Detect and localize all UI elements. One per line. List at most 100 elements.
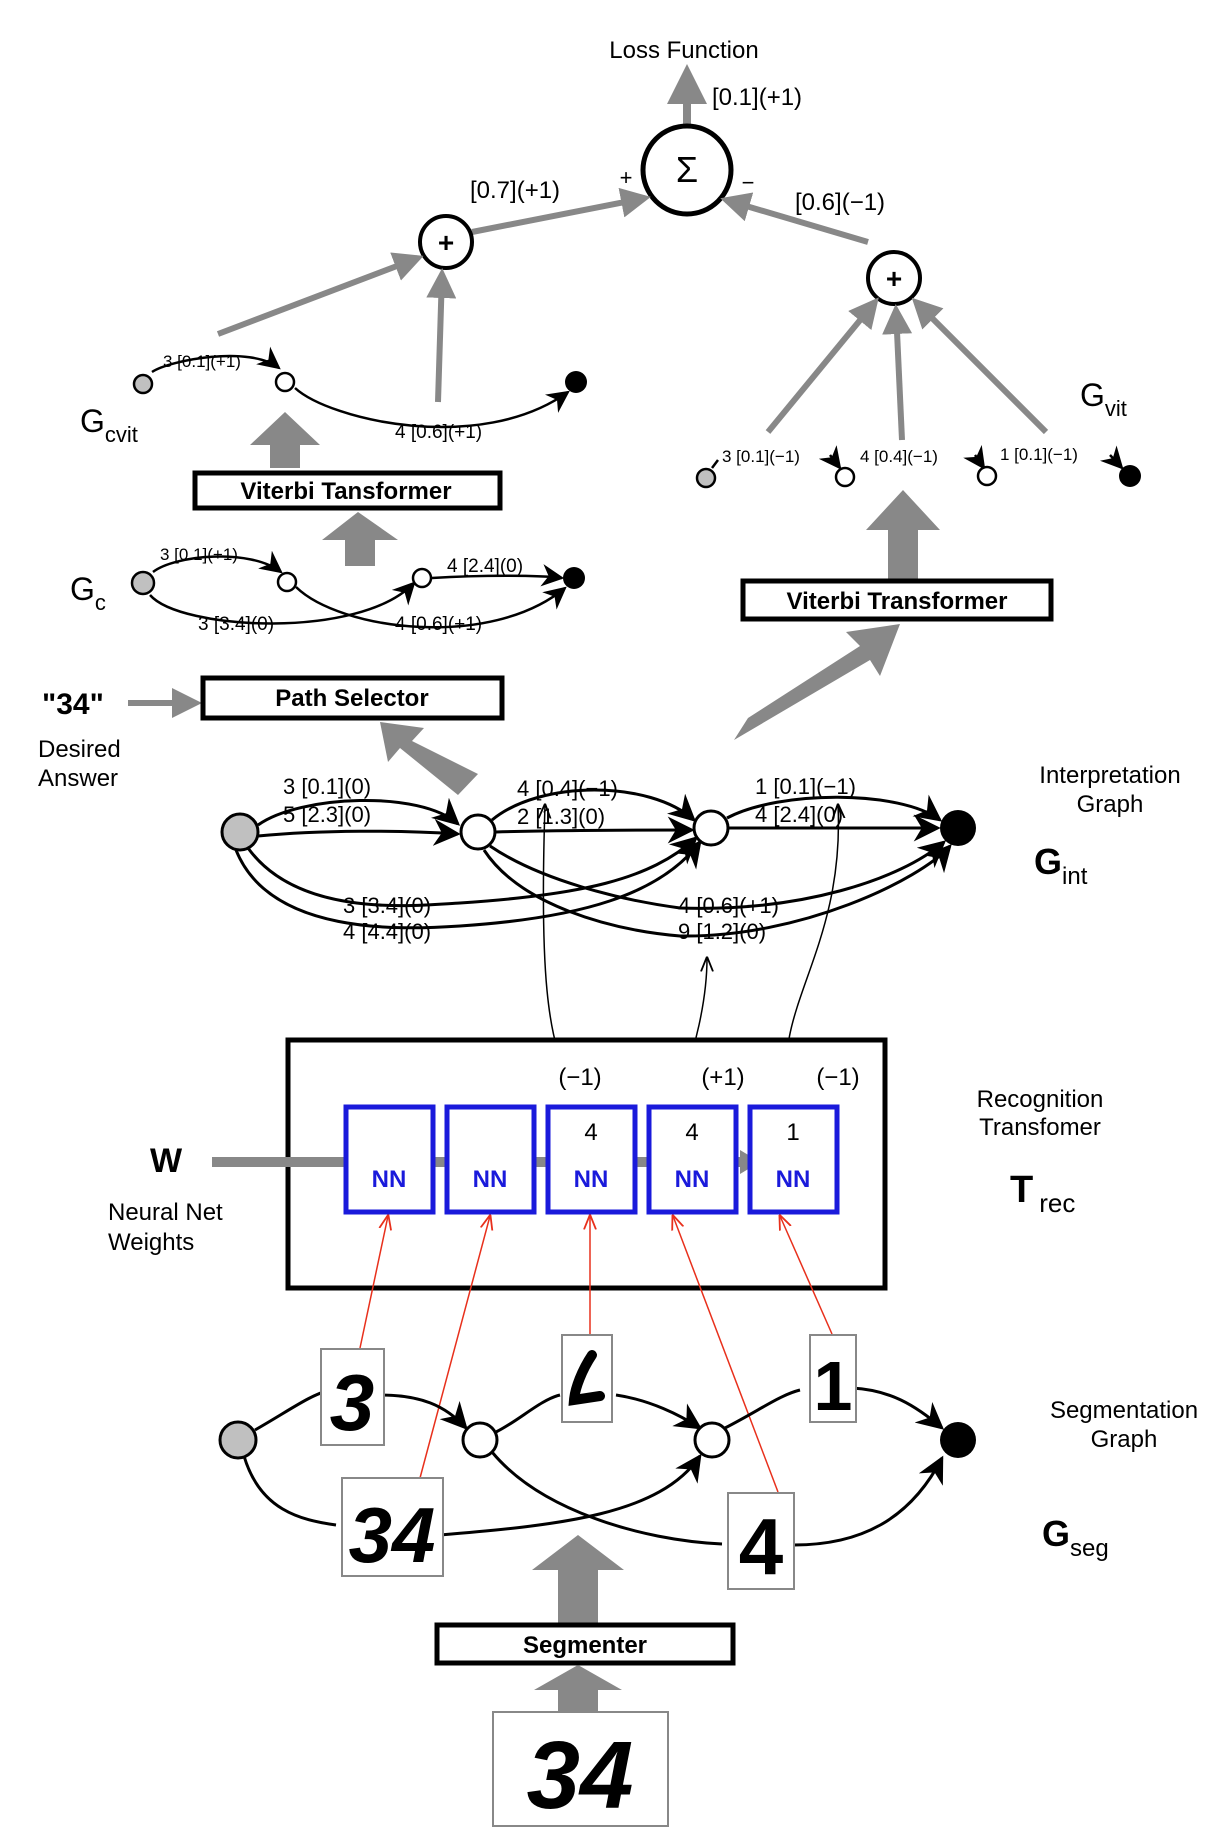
cvit-arc-2-label: 4 [0.6](+1) <box>395 422 482 443</box>
vit-arc-2-label: 4 [0.4](−1) <box>860 447 938 466</box>
gseg-arc-2a <box>495 1393 561 1434</box>
nn-label-4: NN <box>675 1166 710 1193</box>
gint-arc-8 <box>234 839 702 930</box>
right-adder-node <box>866 250 922 306</box>
seg3-to-nn5-arrow <box>780 1216 833 1335</box>
vit-node-2 <box>834 466 856 488</box>
gseg-end-node <box>940 1422 976 1458</box>
gseg-arc-3b <box>851 1386 945 1430</box>
vit-arc-1-end <box>818 445 842 470</box>
weights-label-2: Weights <box>108 1229 194 1256</box>
svg-text:34: 34 <box>527 1722 634 1829</box>
vit-name: Gvit <box>1080 377 1127 421</box>
desired-label-2: Answer <box>38 765 118 792</box>
gint-end-node <box>940 810 976 846</box>
segment-to-nn-arrows <box>359 1216 833 1493</box>
gc-node-3 <box>411 567 433 589</box>
gc-arc-1 <box>152 550 283 574</box>
input-to-segmenter-arrow <box>534 1665 622 1712</box>
sigma-symbol: Σ <box>676 149 698 190</box>
viterbi-right-label: Viterbi Transformer <box>787 588 1008 615</box>
gseg-title-1: Segmentation <box>1050 1397 1198 1424</box>
desired-answer-value: "34" <box>42 688 104 721</box>
gint-arc-2 <box>257 818 461 846</box>
segmenter-label: Segmenter <box>523 1632 647 1659</box>
gint-arc-9-label: 4 [0.6](+1) <box>678 893 779 918</box>
gc-to-viterbi-arrow <box>322 512 398 566</box>
gint-arc-2-label: 5 [2.3](0) <box>283 802 371 827</box>
gc-start-node <box>130 570 156 596</box>
right-adder-section: + <box>765 250 1049 441</box>
nn-box-3: 4 NN <box>545 1104 638 1215</box>
nn-label-5: NN <box>776 1166 811 1193</box>
gint-arc-9 <box>489 840 947 910</box>
gint-node-2 <box>459 813 497 851</box>
gint-arc-3-label: 4 [0.4](−1) <box>517 776 618 801</box>
svg-text:34: 34 <box>349 1491 436 1579</box>
gint-to-selector-arrow <box>380 722 478 795</box>
interpretation-graph: Interpretation Graph Gint 3 [0.1](0) 5 [… <box>220 762 1181 944</box>
viterbi-left-box <box>192 470 503 511</box>
svg-text:1: 1 <box>814 1347 853 1425</box>
svg-text:4: 4 <box>739 1502 784 1591</box>
gc-arc-3-label: 3 [3.4](0) <box>198 614 274 635</box>
gint-arc-1 <box>257 797 461 827</box>
gseg-arc-2b <box>615 1393 703 1430</box>
gint-to-viterbi-right-arrow <box>734 624 900 740</box>
vit-start-stub <box>711 459 719 469</box>
gseg-start-node <box>218 1420 258 1460</box>
vit-end-node <box>1119 465 1141 487</box>
vit-arc-3-label: 1 [0.1](−1) <box>1000 445 1078 464</box>
loss-function-label: Loss Function <box>609 37 758 64</box>
gint-arc-3 <box>491 788 697 822</box>
input-image: 34 <box>492 1711 669 1829</box>
viterbi-left-label: Viterbi Tansformer <box>240 478 451 505</box>
vit-to-adder-arrow-2 <box>882 304 913 441</box>
gseg-title-2: Graph <box>1091 1426 1158 1453</box>
left-adder-section: + <box>216 214 474 403</box>
sigma-plus-sign: + <box>620 165 633 190</box>
nn4-gradient: (+1) <box>701 1064 744 1091</box>
trec-title-2: Transfomer <box>979 1114 1101 1141</box>
vit-to-adder-arrow-3 <box>911 297 1049 435</box>
gc-arc-2-label: 4 [2.4](0) <box>447 556 523 577</box>
desired-label-1: Desired <box>38 736 121 763</box>
cvit-start-node <box>132 373 154 395</box>
gint-arc-10-label: 9 [1.2](0) <box>678 919 766 944</box>
nn3-gradient: (−1) <box>558 1064 601 1091</box>
nn-label-1: NN <box>372 1166 407 1193</box>
gc-node-2 <box>276 571 298 593</box>
gint-arc-7-label: 3 [3.4](0) <box>343 893 431 918</box>
nn-label-3: NN <box>574 1166 609 1193</box>
path-selector-box <box>200 675 505 721</box>
gint-arc-10 <box>482 843 952 938</box>
gseg-arc-5a <box>490 1451 723 1546</box>
cvit-arc-2 <box>294 387 570 429</box>
loss-right-input-value: [0.6](−1) <box>795 189 885 216</box>
segment-image-4: 34 <box>341 1477 444 1579</box>
gc-arc-1-label: 3 [0.1](+1) <box>160 545 238 564</box>
left-adder-node <box>418 214 474 270</box>
weights-symbol: W <box>150 1142 183 1180</box>
right-adder-symbol: + <box>886 263 902 294</box>
path-selector-label: Path Selector <box>275 685 428 712</box>
segment-image-3: 1 <box>809 1334 857 1425</box>
cvit-arc-1 <box>151 346 281 374</box>
vit-to-adder-arrow-1 <box>765 297 879 434</box>
cvit-mid-node <box>274 371 296 393</box>
cvit-to-adder-arrow-1 <box>216 252 424 337</box>
seg5-to-nn4-arrow <box>673 1216 779 1493</box>
segmenter-output-arrow <box>532 1535 624 1625</box>
segmentation-graph: Segmentation Graph Gseg 3 1 <box>218 1334 1198 1591</box>
gc-name: Gc <box>70 571 106 615</box>
gc-arc-3 <box>149 581 416 625</box>
gseg-name: Gseg <box>1042 1513 1109 1562</box>
gint-arc-6-label: 4 [2.4](0) <box>755 802 843 827</box>
gint-arc-7 <box>246 836 698 908</box>
loss-left-input-arrow <box>471 187 651 235</box>
segmenter-box <box>434 1622 736 1666</box>
gint-arc-5 <box>726 794 943 822</box>
nn-digit-3: 4 <box>584 1119 597 1146</box>
